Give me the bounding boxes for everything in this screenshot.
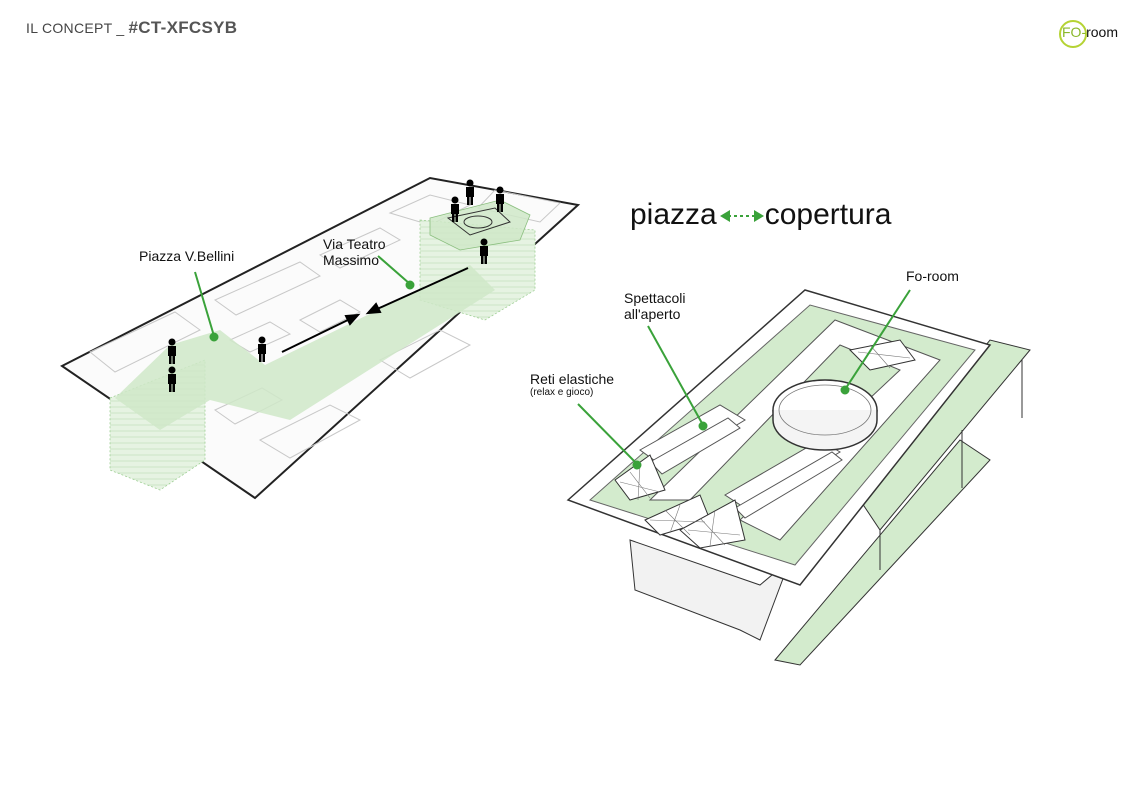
label-via-line1: Via Teatro — [323, 236, 386, 252]
label-spettacoli: Spettacoli all'aperto — [624, 290, 685, 322]
label-reti-sub: (relax e gioco) — [530, 387, 594, 398]
label-foroom: Fo-room — [906, 268, 959, 284]
logo-ring-icon — [1059, 20, 1087, 48]
double-arrow-icon — [720, 210, 764, 222]
building-base — [629, 539, 792, 641]
label-reti: Reti elastiche (relax e gioco) — [530, 371, 614, 398]
route-arrows — [281, 267, 469, 353]
label-spettacoli-line2: all'aperto — [624, 306, 681, 322]
foroom-drum — [772, 379, 878, 451]
foroom-logo: FO-room — [1059, 20, 1119, 48]
amphitheatre-seating — [639, 404, 843, 519]
headline-left: piazza — [630, 198, 717, 231]
label-spettacoli-line1: Spettacoli — [624, 290, 686, 306]
label-piazza-bellini: Piazza V.Bellini — [139, 248, 235, 264]
project-code: #CT-XFCSYB — [128, 18, 238, 37]
roof-axonometric — [566, 289, 1031, 666]
left-leaders — [194, 255, 415, 342]
headline: piazza copertura — [630, 198, 891, 232]
right-leaders — [577, 289, 911, 470]
logo-suffix: room — [1086, 24, 1119, 40]
label-via-teatro: Via Teatro Massimo — [323, 236, 386, 268]
label-reti-title: Reti elastiche — [530, 371, 615, 387]
section-title: IL CONCEPT _ — [26, 20, 125, 36]
people-figures — [168, 179, 504, 392]
page-header: IL CONCEPT _#CT-XFCSYB — [26, 18, 237, 38]
label-via-line2: Massimo — [323, 252, 380, 268]
site-axonometric — [60, 176, 581, 500]
logo-prefix: FO- — [1062, 24, 1087, 40]
elastic-nets — [614, 339, 916, 549]
headline-right: copertura — [764, 198, 892, 231]
net-mesh — [619, 344, 911, 547]
access-ramp — [774, 439, 991, 666]
green-route — [115, 265, 495, 430]
theatre-roof — [446, 207, 511, 236]
